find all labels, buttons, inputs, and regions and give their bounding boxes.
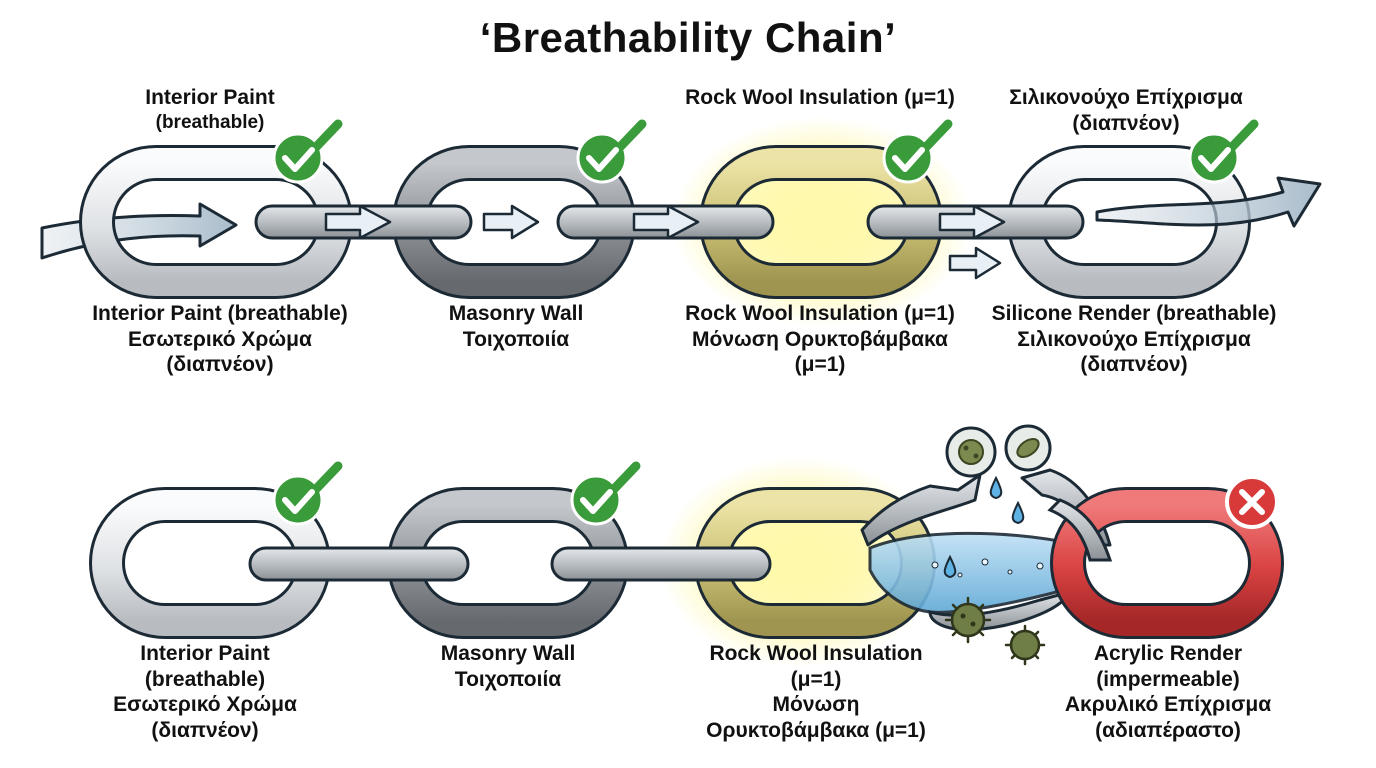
label-line: Rock Wool Insulation (μ=1) — [685, 302, 955, 325]
label-line: (breathable) — [144, 667, 266, 691]
label-line: (μ=1) — [794, 353, 846, 377]
x-icon — [1225, 475, 1279, 529]
label-line: (breathable) — [155, 111, 265, 133]
label-line: Εσωτερικό Χρώμα — [113, 693, 297, 717]
check-icon — [272, 119, 343, 184]
label-line: Masonry Wall — [440, 642, 576, 665]
flow-arrows-top — [324, 204, 1006, 280]
label-line: Σιλικονούχο Επίχρισμα — [1009, 86, 1243, 109]
check-icon — [272, 461, 343, 526]
check-icon — [1188, 119, 1259, 184]
top-label-silicone: Σιλικονούχο Επίχρισμα (διαπνέον) — [1009, 85, 1242, 136]
label-line: Ακρυλικό Επίχρισμα — [1064, 693, 1272, 717]
label-line: Μόνωση — [772, 693, 860, 717]
label-masonry-wall-bottom: Masonry Wall Τοιχοποιία — [441, 641, 576, 692]
label-line: (αδιαπέραστο) — [1095, 718, 1241, 742]
label-line: (διαπνέον) — [151, 718, 259, 742]
chain-connectors-bottom — [248, 546, 772, 582]
label-acrylic-render: Acrylic Render (impermeable) Ακρυλικό Επ… — [1065, 641, 1271, 743]
label-line: (διαπνέον) — [166, 353, 274, 377]
label-line: Τοιχοποιία — [454, 667, 562, 691]
label-line: Σιλικονούχο Επίχρισμα — [1017, 327, 1251, 351]
label-rock-wool: Rock Wool Insulation (μ=1) Μόνωση Ορυκτο… — [685, 301, 955, 378]
label-interior-paint: Interior Paint (breathable) Εσωτερικό Χρ… — [92, 301, 348, 378]
top-label-rock-wool: Rock Wool Insulation (μ=1) — [685, 85, 955, 111]
check-icon — [882, 119, 953, 184]
label-line: Interior Paint — [140, 642, 270, 665]
label-line: Εσωτερικό Χρώμα — [128, 327, 312, 351]
check-icon — [576, 119, 647, 184]
label-line: Τοιχοποιία — [462, 327, 570, 351]
label-rock-wool-bottom: Rock Wool Insulation (μ=1) Μόνωση Ορυκτο… — [706, 641, 926, 743]
label-line: Masonry Wall — [448, 302, 584, 325]
label-line: Interior Paint — [145, 86, 275, 109]
mold-spore-icon — [945, 426, 997, 478]
label-interior-paint-bottom: Interior Paint (breathable) Εσωτερικό Χρ… — [113, 641, 297, 743]
top-label-interior-paint: Interior Paint (breathable) — [145, 85, 275, 134]
mold-spore-icon — [944, 596, 992, 644]
broken-link — [860, 468, 1112, 632]
label-line: Interior Paint (breathable) — [92, 302, 348, 325]
vapour-flow-in-arrow — [40, 202, 238, 260]
label-masonry-wall: Masonry Wall Τοιχοποιία — [449, 301, 584, 352]
label-line: Silicone Render (breathable) — [991, 302, 1277, 325]
diagram-title: ‘Breathability Chain’ — [479, 14, 897, 61]
label-line: Rock Wool Insulation — [709, 642, 923, 665]
label-line: (διαπνέον) — [1072, 111, 1180, 135]
label-line: Ορυκτοβάμβακα (μ=1) — [706, 718, 926, 742]
label-line: (διαπνέον) — [1080, 353, 1188, 377]
check-icon — [570, 461, 641, 526]
vapour-flow-out-arrow — [1095, 176, 1322, 228]
mold-spore-icon — [1004, 624, 1046, 666]
bacteria-icon — [1004, 424, 1052, 472]
label-line: Μόνωση Ορυκτοβάμβακα — [692, 327, 948, 351]
label-silicone-render: Silicone Render (breathable) Σιλικονούχο… — [992, 301, 1277, 378]
label-line: Rock Wool Insulation (μ=1) — [685, 86, 955, 109]
label-line: (impermeable) — [1096, 667, 1240, 691]
label-line: Acrylic Render — [1093, 642, 1243, 665]
label-line: (μ=1) — [790, 667, 842, 691]
